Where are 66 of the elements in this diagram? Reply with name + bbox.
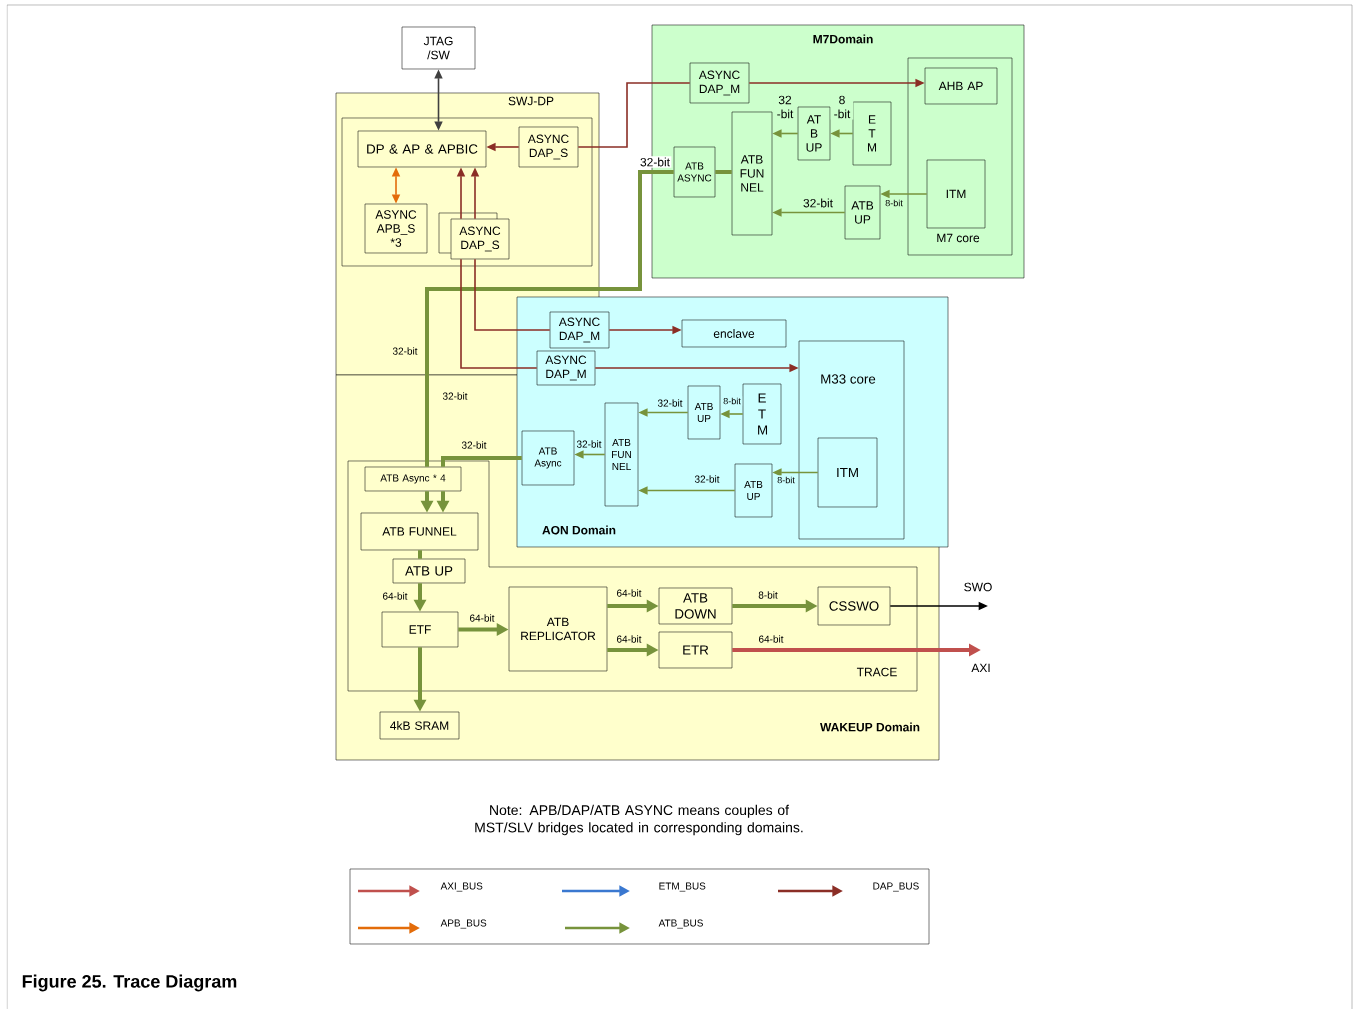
connector-line (441, 456, 522, 467)
bit-width-label: 32 -bit (773, 94, 797, 120)
block-box: ATB ASYNC (673, 146, 716, 198)
block-box: ASYNC APB_S *3 (364, 203, 428, 254)
block-box: ITM (926, 159, 986, 229)
block-box: ASYNC DAP_S (518, 126, 579, 168)
connector-line (577, 82, 691, 148)
bit-width-label: 64-bit (381, 591, 409, 601)
bit-width-label: 8 -bit (830, 94, 854, 120)
block-box: ATB FUN NEL (604, 402, 639, 507)
block-box: AT B UP (797, 106, 831, 161)
bit-width-label: 32-bit (801, 197, 835, 209)
connector-line (425, 170, 674, 467)
bit-width-label: 32-bit (460, 440, 488, 450)
block-box: ATB UP (844, 185, 881, 240)
note-text: Note: APB/DAP/ATB ASYNC means couples of MST/SLV bridges located in corresponding domains. (475, 804, 803, 836)
legend-label: ATB_BUS (658, 919, 703, 929)
block-box: AHB AP (924, 67, 998, 105)
signal-label: SWO (962, 581, 994, 593)
bit-width-label: 32-bit (442, 392, 468, 400)
connector-line (715, 170, 732, 174)
legend-label: ETM_BUS (659, 882, 706, 892)
block-box: CSSWO (817, 586, 891, 626)
bit-width-label: 32-bit (638, 156, 672, 168)
signal-label: AXI (971, 663, 990, 673)
bit-width-label: 8-bit (721, 396, 743, 406)
block-box: ASYNC DAP_M (536, 350, 596, 386)
connector-line (460, 258, 538, 369)
block-box: ATB UP (392, 558, 466, 584)
block-box: ATB REPLICATOR (508, 586, 608, 672)
legend-label: AXI_BUS (440, 882, 483, 892)
block-box: DP & AP & APBIC (357, 130, 487, 168)
block-box: ATB Async (521, 430, 575, 486)
legend-label: DAP_BUS (873, 882, 919, 892)
bit-width-label: 32-bit (656, 398, 684, 408)
block-box: 4kB SRAM (379, 711, 460, 740)
block-box: ATB UP (687, 385, 721, 440)
block-box: ATB FUNNEL (360, 512, 479, 551)
block-box: ATB FUN NEL (731, 111, 773, 236)
bit-width-label: 64-bit (468, 613, 496, 623)
block-box: E T M (742, 383, 782, 445)
block-box: enclave (681, 319, 787, 348)
block-box: ETR (658, 631, 733, 669)
bit-width-label: 8-bit (883, 198, 905, 208)
block-box: ASYNC DAP_M (549, 311, 610, 349)
port-box: JTAG /SW (401, 26, 476, 70)
bit-width-label: 64-bit (615, 588, 643, 598)
legend-label: APB_BUS (440, 919, 487, 929)
bit-width-label: 8-bit (775, 475, 797, 485)
block-box: ATB Async * 4 (364, 466, 462, 492)
bit-width-label: 64-bit (615, 634, 643, 644)
figure-caption: Figure 25. Trace Diagram (22, 974, 237, 992)
block-box: ASYNC DAP_S (438, 212, 510, 260)
bit-width-label: 32-bit (575, 439, 603, 449)
block-box: E T M (852, 101, 892, 166)
bit-width-label: 32-bit (392, 347, 418, 355)
bit-width-label: 64-bit (757, 634, 785, 644)
block-box: ATB UP (734, 463, 773, 518)
block-box: ATB DOWN (658, 587, 733, 625)
block-box: ETF (381, 611, 459, 648)
block-box: ITM (817, 437, 878, 508)
connector-line (474, 258, 551, 331)
bit-width-label: 32-bit (693, 474, 721, 484)
bit-width-label: 8-bit (756, 590, 780, 600)
connector-line (418, 550, 422, 559)
block-box: ASYNC DAP_M (689, 62, 750, 104)
